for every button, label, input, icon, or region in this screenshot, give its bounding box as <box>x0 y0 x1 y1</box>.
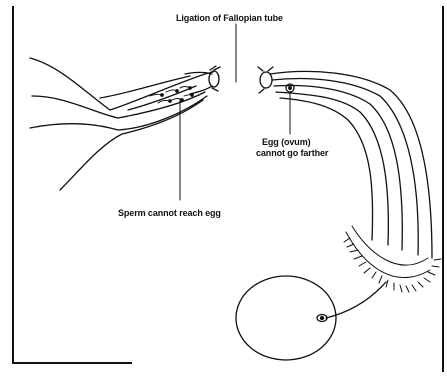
right-ligature-tie-3 <box>259 89 264 93</box>
uterus-upper-contour <box>30 58 213 110</box>
ovary-follicle-center <box>321 317 324 320</box>
uterus-inner-fold-1 <box>100 76 190 98</box>
right-ligature-tie-1 <box>258 67 263 71</box>
right-ligature-tie-2 <box>268 67 273 71</box>
fimbriae <box>344 226 441 292</box>
left-ligature-knot <box>209 71 219 87</box>
egg-label-line-1: Egg (ovum) <box>262 137 311 148</box>
right-tube-lower-contour <box>276 92 388 245</box>
sperm-label: Sperm cannot reach egg <box>118 208 221 219</box>
right-tube-inner-contour-1 <box>272 79 418 255</box>
left-ligature-tie-3 <box>212 88 218 91</box>
right-tube-wall-outer <box>280 98 373 240</box>
egg-label-line-2: cannot go farther <box>256 148 328 159</box>
right-tube-inner-contour-2 <box>274 86 402 250</box>
ligation-label: Ligation of Fallopian tube <box>176 13 283 24</box>
ovum-nucleus <box>289 87 292 90</box>
uterus-bottom-contour <box>60 100 203 190</box>
